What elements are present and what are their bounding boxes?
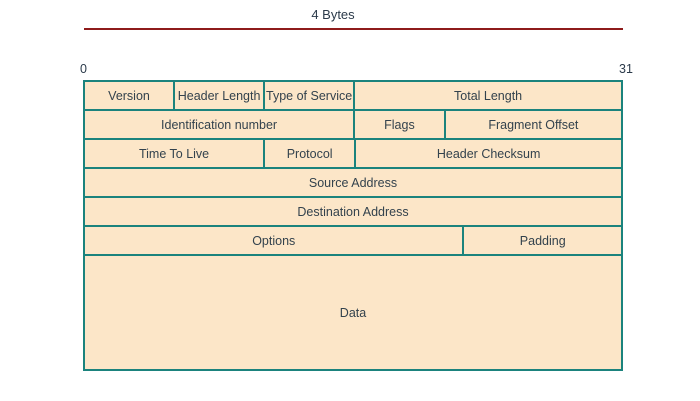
field-protocol: Protocol	[265, 140, 357, 167]
header-row-3: Time To Live Protocol Header Checksum	[85, 140, 621, 169]
field-source-address: Source Address	[308, 175, 398, 190]
field-time-to-live: Time To Live	[85, 140, 266, 167]
field-fragment-offset: Fragment Offset	[488, 117, 579, 132]
field-version: Version	[85, 82, 176, 109]
header-row-data: Data	[85, 256, 621, 369]
field-header-checksum: Header Checksum	[436, 146, 541, 161]
bit-end-label: 31	[619, 62, 633, 76]
field-header-length: Header Length	[175, 82, 266, 109]
field-data: Data	[339, 305, 367, 320]
header-row-1: Version Header Length Type of Service To…	[85, 82, 621, 111]
field-type-of-service: Type of Service	[265, 82, 356, 109]
ip-header-table: Version Header Length Type of Service To…	[83, 80, 623, 371]
header-row-2: Identification number Flags Fragment Off…	[85, 111, 621, 140]
bytes-width-label: 4 Bytes	[311, 7, 355, 22]
header-row-4: Source Address	[85, 169, 621, 198]
bit-start-label: 0	[80, 62, 87, 76]
field-padding: Padding	[519, 233, 566, 248]
field-identification-number: Identification number	[85, 111, 356, 138]
bytes-width-rule-line	[84, 28, 623, 30]
field-total-length: Total Length	[454, 88, 523, 103]
field-flags: Flags	[355, 111, 446, 138]
field-options: Options	[85, 227, 465, 254]
header-row-5: Destination Address	[85, 198, 621, 227]
header-row-6: Options Padding	[85, 227, 621, 256]
field-destination-address: Destination Address	[297, 204, 409, 219]
